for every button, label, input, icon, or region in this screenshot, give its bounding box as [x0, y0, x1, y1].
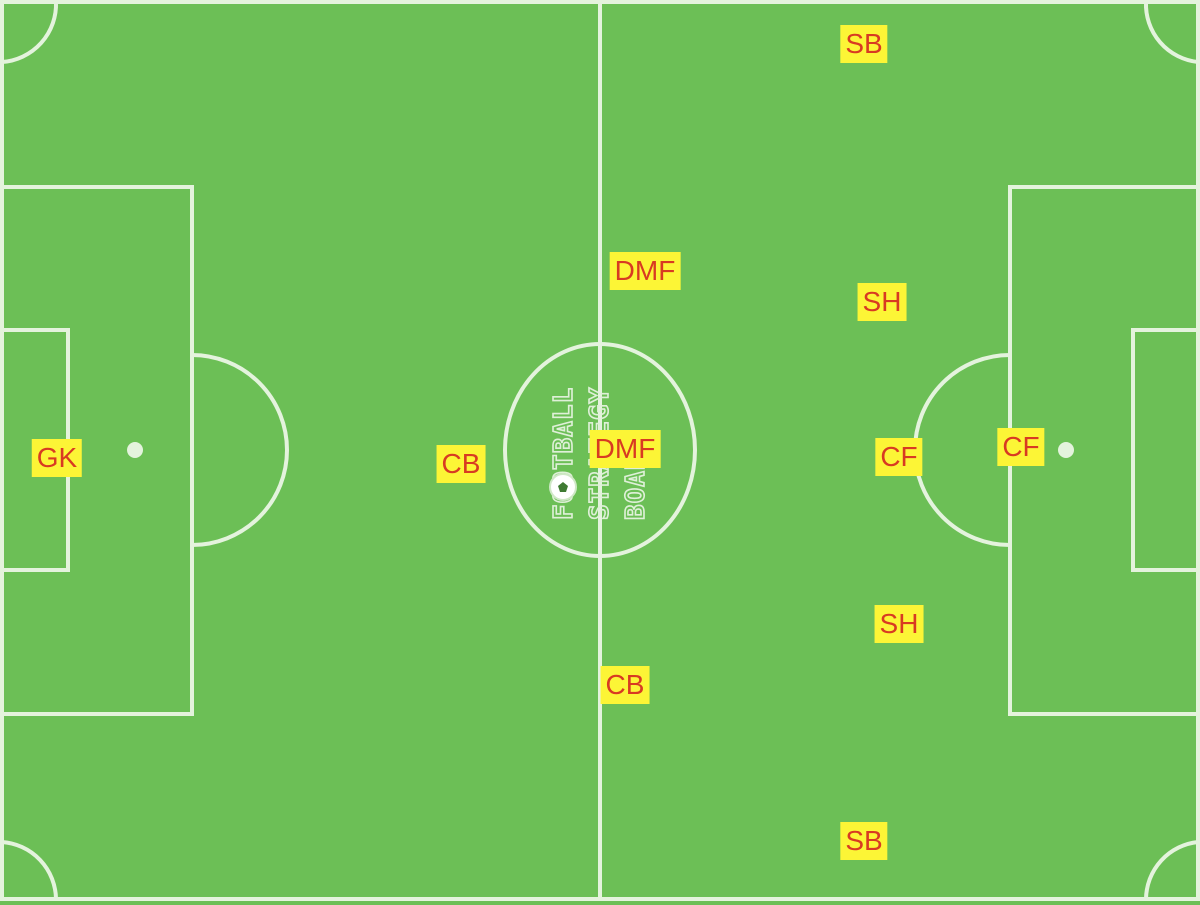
- left-penalty-arc: [191, 353, 289, 547]
- player-dmf-2[interactable]: DMF: [589, 430, 661, 468]
- player-cb-2[interactable]: CB: [600, 666, 650, 704]
- corner-arc-top-left: [1, 1, 59, 64]
- left-penalty-spot: [127, 442, 143, 458]
- player-sh-2[interactable]: SH: [874, 605, 924, 643]
- right-penalty-spot: [1058, 442, 1074, 458]
- player-cf-1[interactable]: CF: [875, 438, 923, 476]
- player-gk[interactable]: GK: [31, 439, 83, 477]
- center-circle: [503, 342, 697, 558]
- player-sb-2[interactable]: SB: [840, 822, 888, 860]
- left-penalty-area: [0, 185, 194, 716]
- player-sh-1[interactable]: SH: [857, 283, 907, 321]
- player-sb-1[interactable]: SB: [840, 25, 888, 63]
- soccer-ball-icon: [549, 473, 577, 501]
- corner-arc-bottom-left: [1, 840, 58, 900]
- player-cf-2[interactable]: CF: [997, 428, 1045, 466]
- player-cb-1[interactable]: CB: [436, 445, 486, 483]
- corner-arc-bottom-right: [1144, 840, 1199, 900]
- player-dmf-1[interactable]: DMF: [609, 252, 681, 290]
- right-penalty-arc: [913, 353, 1011, 547]
- corner-arc-top-right: [1143, 1, 1199, 64]
- right-goal-area: [1131, 328, 1200, 572]
